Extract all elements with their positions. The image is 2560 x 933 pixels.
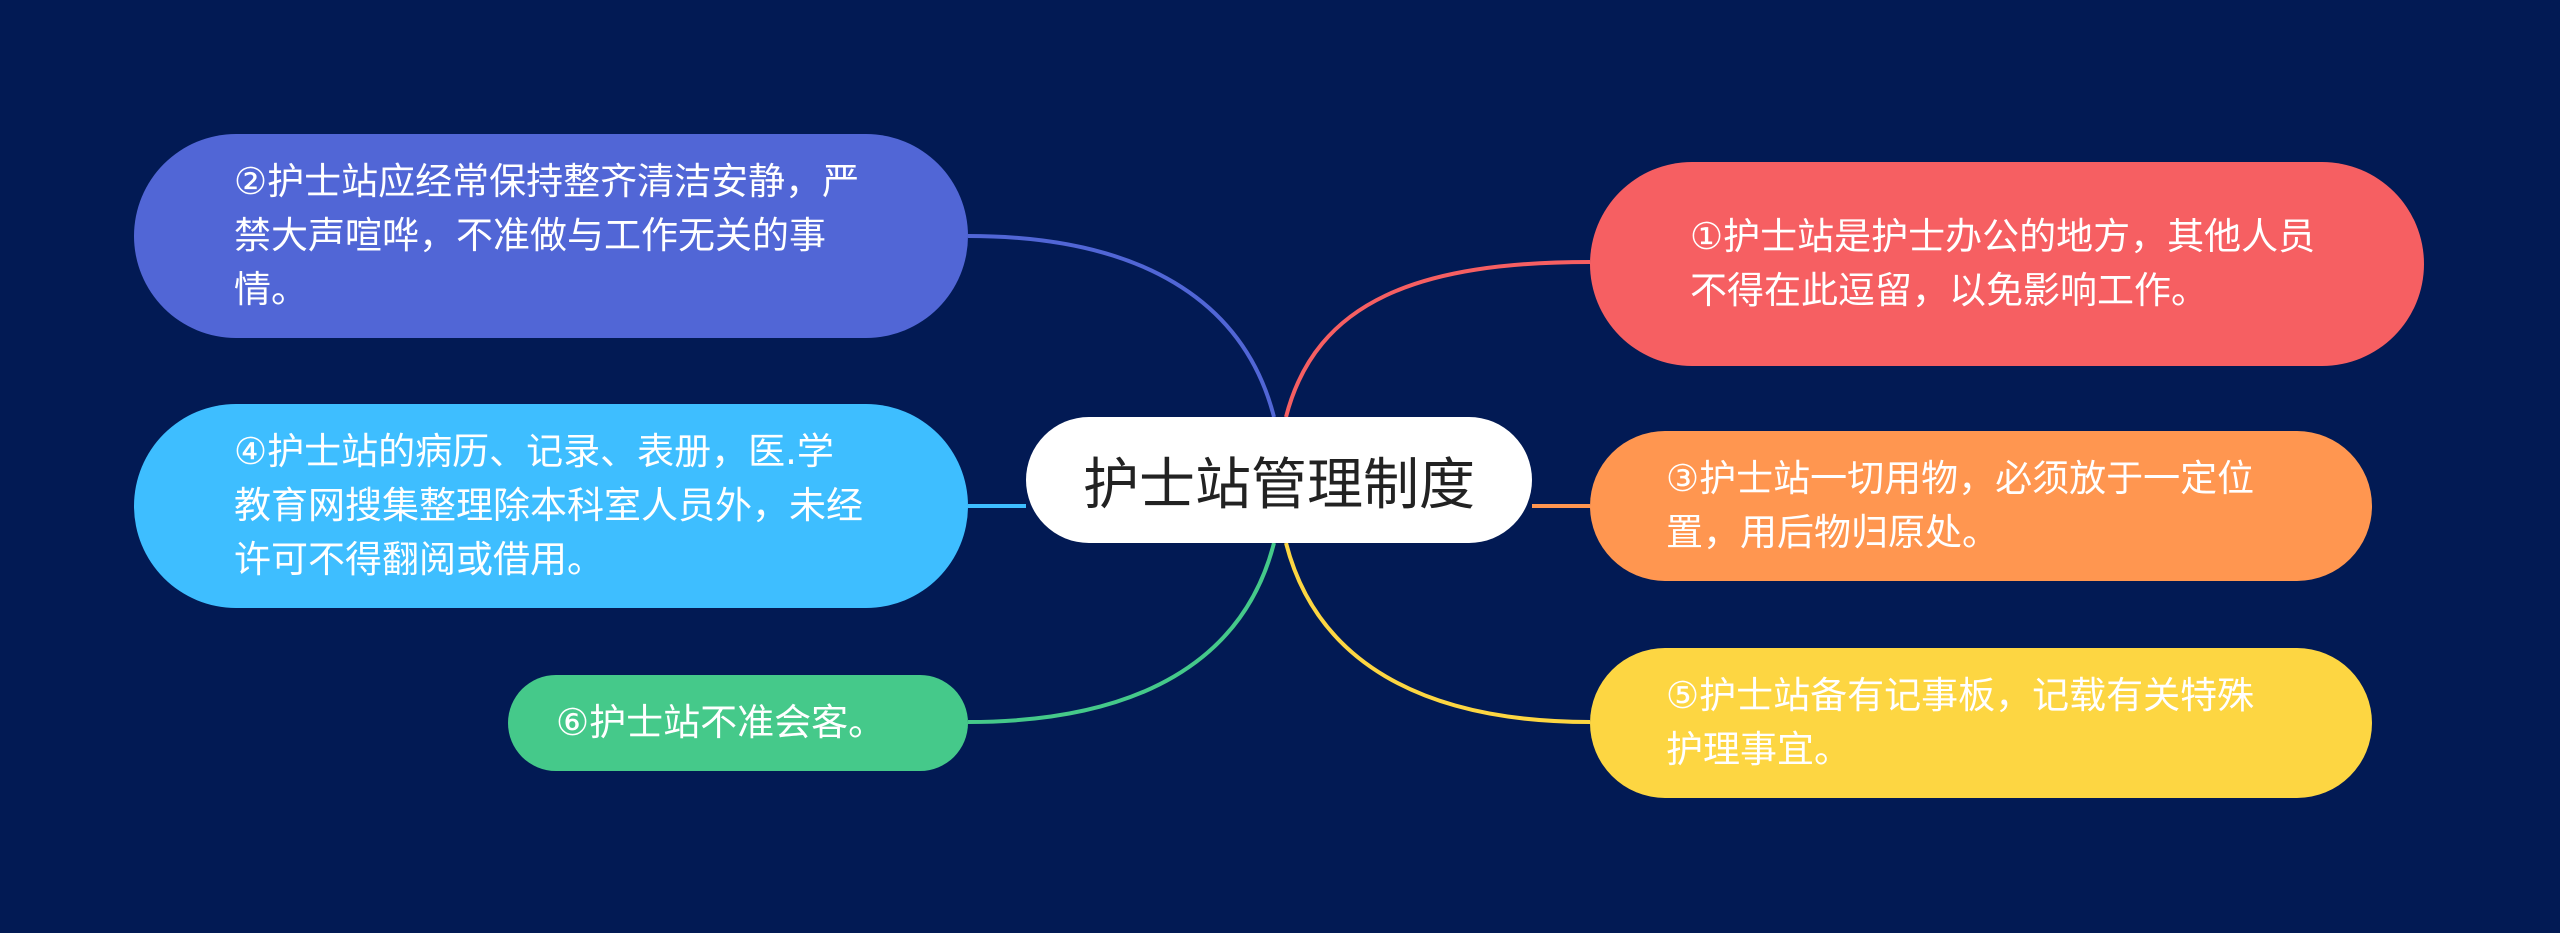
connector-n6 xyxy=(967,542,1276,724)
branch-node-3[interactable]: ③护士站一切用物，必须放于一定位置，用后物归原处。 xyxy=(1590,431,2372,581)
connector-n1 xyxy=(1284,260,1591,418)
branch-node-4[interactable]: ④护士站的病历、记录、表册，医.学教育网搜集整理除本科室人员外，未经许可不得翻阅… xyxy=(134,404,968,608)
root-node-label: 护士站管理制度 xyxy=(1083,452,1475,518)
connector-n2 xyxy=(967,234,1276,418)
branch-node-3-label: ③护士站一切用物，必须放于一定位置，用后物归原处。 xyxy=(1666,457,2255,554)
branch-node-2-label: ②护士站应经常保持整齐清洁安静，严禁大声喧哗，不准做与工作无关的事情。 xyxy=(234,160,860,311)
branch-node-4-label: ④护士站的病历、记录、表册，医.学教育网搜集整理除本科室人员外，未经许可不得翻阅… xyxy=(234,430,863,581)
branch-node-5[interactable]: ⑤护士站备有记事板，记载有关特殊护理事宜。 xyxy=(1590,648,2372,798)
branch-node-6-label: ⑥护士站不准会客。 xyxy=(556,701,886,744)
branch-node-6[interactable]: ⑥护士站不准会客。 xyxy=(508,675,968,771)
branch-node-5-label: ⑤护士站备有记事板，记载有关特殊护理事宜。 xyxy=(1666,674,2255,771)
branch-node-1[interactable]: ①护士站是护士办公的地方，其他人员不得在此逗留，以免影响工作。 xyxy=(1590,162,2424,366)
branch-node-2[interactable]: ②护士站应经常保持整齐清洁安静，严禁大声喧哗，不准做与工作无关的事情。 xyxy=(134,134,968,338)
root-node[interactable]: 护士站管理制度 xyxy=(1026,417,1532,543)
connector-n5 xyxy=(1284,542,1591,724)
branch-node-1-label: ①护士站是护士办公的地方，其他人员不得在此逗留，以免影响工作。 xyxy=(1690,215,2316,312)
